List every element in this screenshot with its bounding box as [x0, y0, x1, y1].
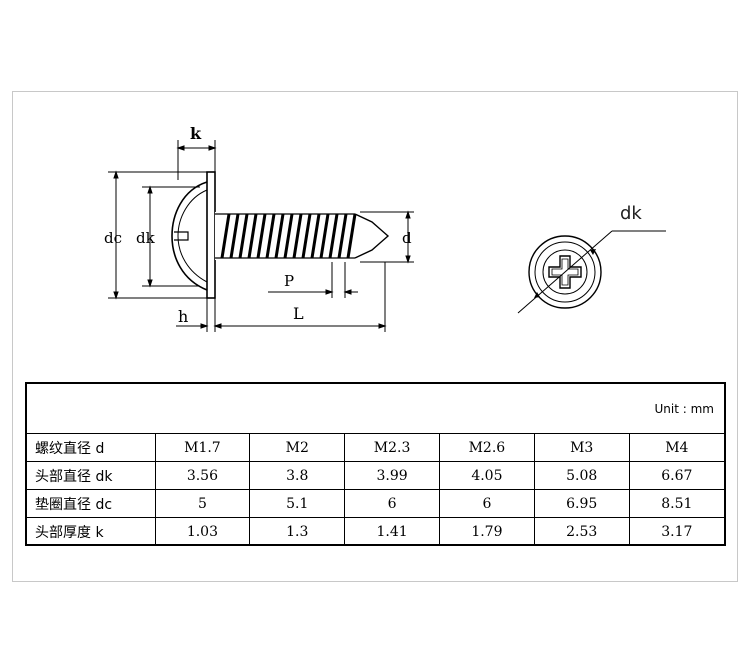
row-header: 垫圈直径 dc	[27, 489, 156, 518]
table-cell: 6	[438, 489, 535, 518]
dk-label: dk	[136, 229, 155, 247]
table-cell: M4	[628, 434, 724, 462]
table-cell: M2	[249, 434, 346, 462]
thread-line	[220, 213, 231, 259]
thread-line	[247, 213, 258, 259]
head-top-view	[517, 230, 666, 314]
table-cell: 8.51	[628, 489, 724, 518]
thread-line	[256, 213, 267, 259]
table-cell: 5	[154, 489, 251, 518]
table-cell: 6.95	[533, 489, 630, 518]
d-label: d	[402, 229, 412, 247]
dc-label: dc	[104, 229, 123, 247]
row-header: 螺纹直径 d	[27, 434, 156, 462]
head-dk-label: dk	[620, 203, 642, 224]
thread-line	[337, 213, 348, 259]
thread-line	[292, 213, 303, 259]
table-cell: 1.41	[344, 517, 440, 545]
table-cell: M2.3	[344, 434, 440, 462]
table-cell: 3.17	[628, 517, 724, 545]
row-header: 头部厚度 k	[27, 517, 156, 545]
table-cell: 4.05	[438, 461, 535, 490]
thread-line	[229, 213, 240, 259]
table-cell: 2.53	[533, 517, 630, 545]
dimension-lines	[108, 140, 414, 332]
k-label: k	[190, 124, 202, 143]
thread-line	[274, 213, 285, 259]
table-cell: 3.56	[154, 461, 251, 490]
table-cell: 1.3	[249, 517, 346, 545]
thread-hatching	[220, 213, 357, 259]
thread-line	[328, 213, 339, 259]
table-cell: 3.8	[249, 461, 346, 490]
table-cell: 1.03	[154, 517, 251, 545]
table-cell: 3.99	[344, 461, 440, 490]
table-cell: 5.08	[533, 461, 630, 490]
table-cell: M1.7	[154, 434, 251, 462]
unit-label: Unit : mm	[654, 402, 714, 416]
row-header: 头部直径 dk	[27, 461, 156, 490]
thread-line	[238, 213, 249, 259]
thread-line	[265, 213, 276, 259]
thread-line	[301, 213, 312, 259]
table-cell: M3	[533, 434, 630, 462]
diagram-frame	[12, 91, 738, 582]
table-cell: 6.67	[628, 461, 724, 490]
table-cell: 1.79	[438, 517, 535, 545]
h-label: h	[178, 307, 189, 326]
thread-line	[346, 213, 357, 259]
thread-line	[310, 213, 321, 259]
L-label: L	[293, 304, 304, 323]
p-label: P	[284, 272, 295, 290]
table-cell: 6	[344, 489, 440, 518]
table-cell: M2.6	[438, 434, 535, 462]
thread-line	[319, 213, 330, 259]
unit-row: Unit : mm	[27, 384, 724, 434]
table-cell: 5.1	[249, 489, 346, 518]
thread-line	[283, 213, 294, 259]
